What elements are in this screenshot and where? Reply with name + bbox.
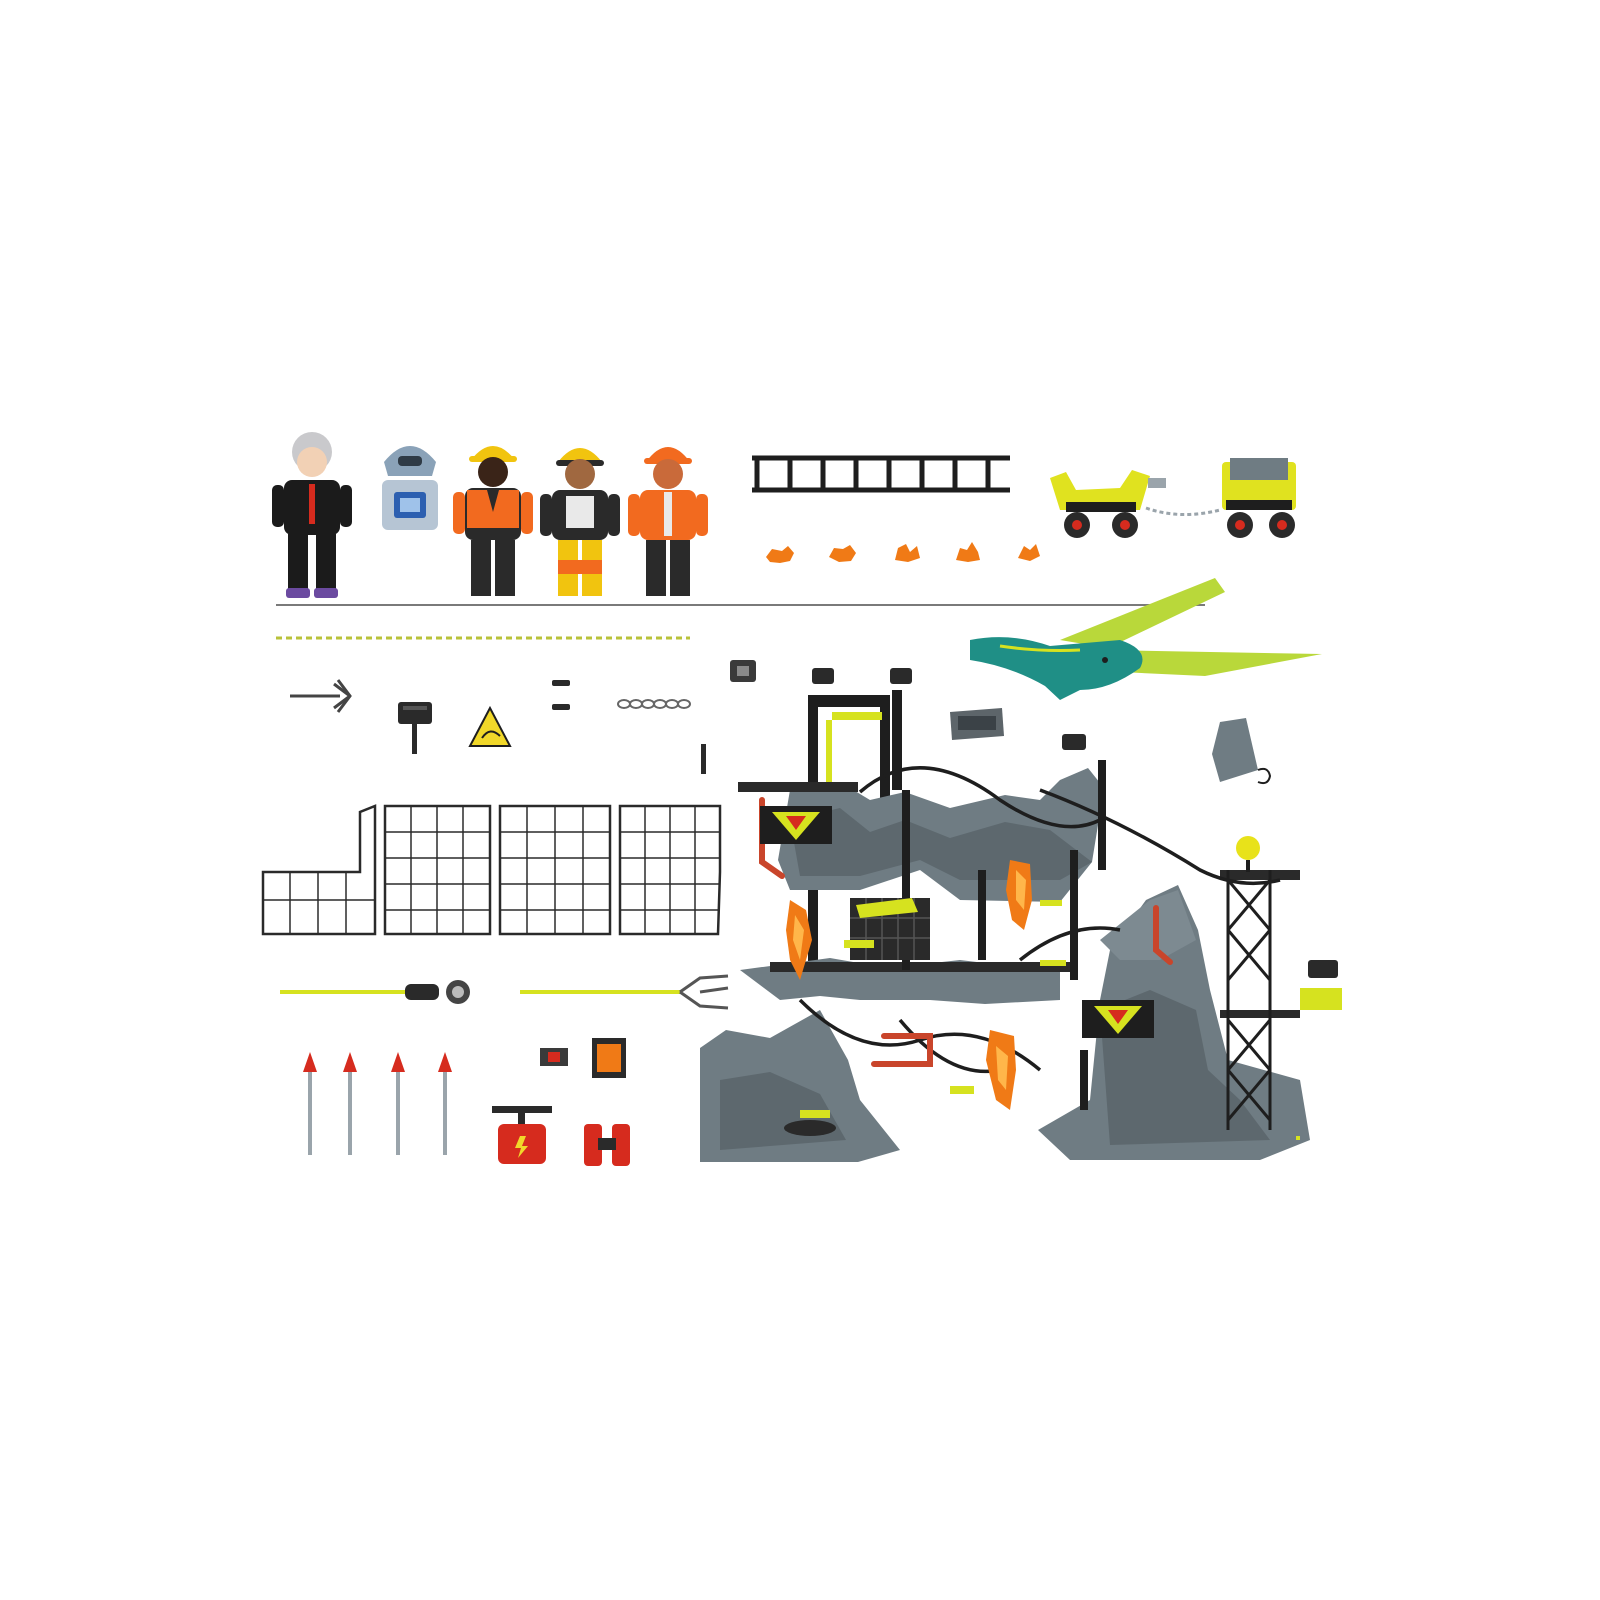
volcano-base (700, 668, 1342, 1162)
stone-tray (950, 708, 1004, 740)
detonator (492, 1106, 552, 1164)
figure-worker-2 (540, 448, 620, 596)
neon-accents (800, 900, 1300, 1140)
turntable (784, 1120, 836, 1136)
mine-cart-train (1050, 458, 1296, 538)
figure-worker-3 (628, 447, 708, 596)
grabber-pole-2 (520, 976, 728, 1008)
ladder (752, 458, 1010, 490)
chain (618, 700, 690, 708)
figure-worker-1 (453, 446, 533, 596)
crane-cart (1300, 988, 1342, 1010)
spotlights-top (812, 668, 1338, 978)
darts (303, 1052, 452, 1155)
grabber-pole-1 (280, 980, 470, 1004)
spotlight (398, 702, 432, 754)
pterosaur (970, 578, 1322, 700)
fence (263, 806, 720, 934)
lava-flows (786, 860, 1032, 1110)
figure-scientist (272, 432, 352, 598)
red-clamp (584, 1124, 630, 1166)
rock-piece (1212, 718, 1270, 783)
lava-rocks (766, 542, 1040, 563)
camera-small (730, 660, 756, 682)
figure-robot (382, 446, 438, 530)
small-rod (701, 744, 706, 774)
lattice-tower (1228, 870, 1270, 1130)
control-tags (540, 1038, 626, 1078)
anchor-hook (290, 680, 350, 712)
warning-sign (470, 708, 510, 746)
signal-light (1236, 836, 1260, 860)
clips (552, 680, 570, 710)
cage-room (844, 898, 930, 960)
hazard-panels (760, 806, 1154, 1038)
